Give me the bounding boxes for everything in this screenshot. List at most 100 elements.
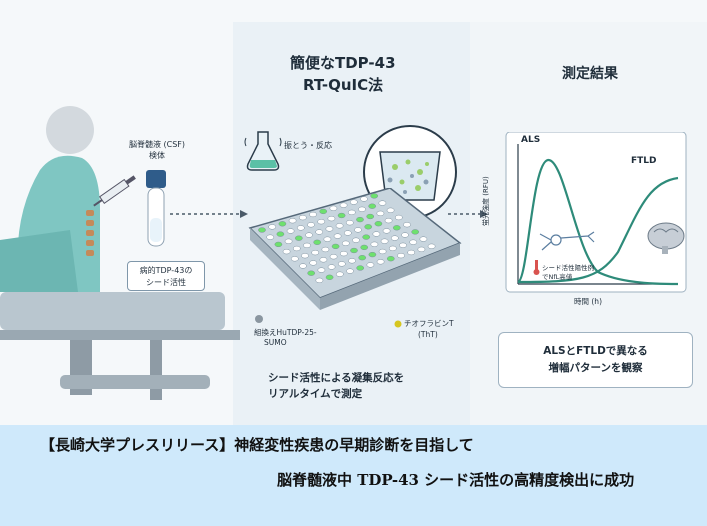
results-title: 測定結果 [562,66,618,82]
chart-frame [505,132,687,293]
plate-well [409,239,418,245]
plate-well [284,238,293,244]
plate-well [258,227,266,233]
plate-well [268,224,277,230]
plate-well [335,223,344,229]
plate-well [319,257,328,263]
plate-well [356,265,365,271]
plate-well [292,245,301,252]
plate-well [411,229,420,235]
flow-arrow [170,210,248,218]
brain-icon [647,222,685,254]
plate-well [370,193,379,199]
plate-well [384,217,393,224]
plate-well [427,243,436,249]
series-label-als: ALS [521,135,541,145]
plate-well [307,222,315,228]
plate-well [417,246,426,253]
plate-well [313,239,322,245]
y-axis-label: 蛍光強度 (RFU) [482,176,490,226]
plate-well [299,263,307,269]
seed-activity-box: 病的TDP-43の シード活性 [127,261,205,291]
press-release-banner: 【長崎大学プレスリリース】神経変性疾患の早期診断を目指して 脳脊髄液中 TDP-… [0,425,707,526]
plate-well [372,231,381,237]
banner-line-1: 【長崎大学プレスリリース】神経変性疾患の早期診断を目指して [40,436,474,454]
plate-well [309,260,318,266]
banner-line-2: 脳脊髄液中 TDP-43 シード活性の高精度検出に成功 [277,471,635,489]
x-axis-label: 時間 (h) [574,297,602,306]
plate-well [282,248,291,255]
plate-well [386,207,395,213]
plate-well [325,274,334,280]
plate-well [311,249,320,256]
plate-well [317,267,326,273]
shake-label: 振とう・反応 [284,141,332,150]
plate-well [294,235,303,241]
plate-well [358,255,367,261]
plate-well [349,199,358,205]
plate-well [370,241,379,247]
plate-well [358,206,366,212]
plate-well [307,270,316,276]
plate-well [378,200,387,206]
plate-well [399,242,407,248]
plate-well [388,245,397,252]
plate-well [274,241,283,248]
nfl-note: シード活性陽性例 でNfL高値 [542,264,594,281]
plate-well [339,250,348,257]
plate-well [341,240,350,246]
plate-well [403,222,411,228]
plate-well [321,246,330,253]
plate-well [335,271,344,277]
plate-well [348,258,356,264]
plate-well [362,234,371,240]
plate-well [419,236,428,242]
plate-well [376,210,385,217]
plate-well [392,225,401,231]
plate-well [266,234,275,240]
well-plate [248,188,462,310]
plate-well [343,230,352,236]
series-label-ftld: FTLD [631,156,657,166]
conclusion-box: ALSとFTLDで異なる 増幅パターンを観察 [498,332,693,388]
plate-well [327,215,336,222]
plate-well [368,251,377,258]
plate-well [309,211,317,218]
plate-well [352,237,360,243]
plate-well [390,235,399,241]
plate-well [337,261,346,267]
plate-well [366,262,375,268]
plate-well [356,216,364,223]
plate-well [364,224,373,230]
method-subtitle: RT-QuIC法 [303,76,384,94]
plate-well [329,254,338,260]
neuron-icon [539,231,595,251]
plate-well [374,221,383,227]
csf-tube-icon [146,170,166,247]
plate-well [386,256,395,262]
series-als [517,158,679,286]
plate-well [378,248,387,255]
plate-well [301,253,309,259]
method-title: 簡便なTDP-43 [290,54,396,72]
patient-head [46,106,94,154]
plate-well [376,259,385,265]
tht-dot-icon [394,320,402,328]
plate-well [360,244,369,251]
plate-well [278,221,287,227]
bed-mattress [0,292,225,330]
plate-well [350,247,358,254]
plate-well [298,214,307,221]
plate-well [345,220,354,226]
plate-well [407,249,416,256]
series-ftld [517,176,679,284]
patient-illustration [0,106,240,400]
plate-well [323,236,332,242]
plate-well [305,232,313,238]
amplification-chart [505,132,687,293]
plate-well [276,231,285,237]
plate-well [401,232,409,238]
syringe [93,175,136,207]
plate-well [382,228,391,234]
plate-well [346,268,354,274]
